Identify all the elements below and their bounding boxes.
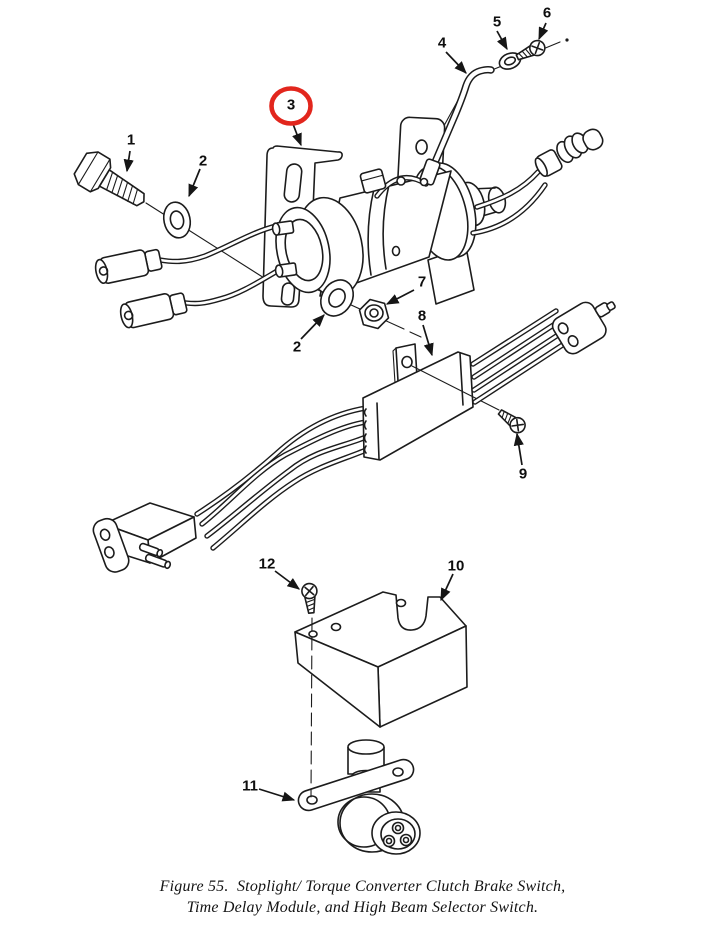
axis-end-dot (565, 38, 569, 42)
callout-7: 7 (417, 273, 427, 291)
figure-caption-line1: Figure 55. Stoplight/ Torque Converter C… (159, 878, 566, 895)
figure-caption: Figure 55. Stoplight/ Torque Converter C… (0, 876, 725, 918)
stoplight-switch-body-drawing (275, 162, 507, 298)
barrel-terminal-lower-drawing (119, 292, 188, 329)
flat-washer-upper-drawing (162, 201, 192, 239)
leader-item-11 (258, 788, 296, 802)
adjusting-rod-drawing (426, 65, 495, 178)
callout-4: 4 (437, 34, 447, 52)
harness-right-connector-drawing (551, 301, 616, 355)
leader-item-6 (538, 22, 549, 41)
leader-item-7 (385, 289, 415, 305)
locknut-drawing (358, 298, 390, 330)
callout-1: 1 (126, 131, 136, 149)
leader-item-3 (292, 123, 302, 147)
leader-item-12 (274, 570, 301, 590)
callout-3-highlighted: 3 (286, 96, 296, 114)
lever-screw-drawing (513, 37, 549, 65)
leader-item-2-lower (300, 314, 325, 340)
terminal-post-lower-drawing (274, 262, 298, 278)
callout-2-upper: 2 (198, 152, 208, 170)
red-highlight-circle (269, 86, 313, 126)
callout-11: 11 (242, 777, 258, 795)
callout-9: 9 (518, 465, 528, 483)
cover-screw-drawing (300, 582, 320, 615)
leader-item-1 (123, 150, 134, 173)
cover-screw-axis-line (310, 617, 313, 798)
callout-10: 10 (447, 557, 465, 575)
lever-strap-drawing (359, 158, 441, 199)
module-mounting-tab-drawing (392, 343, 418, 384)
leader-item-10 (440, 573, 454, 602)
callout-2-lower: 2 (292, 338, 302, 356)
module-screw-axis-line (411, 365, 500, 411)
leader-item-8 (422, 324, 434, 357)
callout-6: 6 (542, 4, 552, 22)
callout-8: 8 (417, 307, 427, 325)
module-screw-drawing (494, 405, 529, 437)
harness-left-connector-drawing (92, 502, 197, 573)
callout-5: 5 (492, 13, 502, 31)
cover-drawing (294, 591, 468, 728)
leader-item-4 (445, 51, 467, 74)
harness-left-wires-drawing (194, 405, 369, 551)
terminal-post-upper-drawing (271, 220, 295, 236)
hex-bolt-drawing (73, 151, 145, 207)
ribbed-connector-drawing (534, 128, 604, 177)
selector-switch-drawing (297, 739, 421, 855)
barrel-terminal-upper-drawing (94, 248, 163, 284)
time-delay-module-drawing (362, 351, 474, 461)
leader-item-2-upper (188, 168, 201, 198)
figure-caption-line2: Time Delay Module, and High Beam Selecto… (186, 899, 539, 916)
callout-12: 12 (258, 555, 276, 573)
brake-switch-assembly-drawing (73, 37, 604, 338)
leader-lines (123, 22, 549, 802)
cover-and-selector-switch-drawing (294, 582, 468, 855)
leader-item-5 (496, 30, 508, 51)
switch-rear-wires-drawing (470, 169, 548, 236)
leader-item-9 (513, 432, 524, 466)
switch-lead-wires-drawing (157, 223, 282, 307)
harness-right-wires-drawing (470, 308, 567, 405)
flat-washer-lower-drawing (319, 279, 355, 317)
harness-and-module-drawing (92, 301, 616, 573)
